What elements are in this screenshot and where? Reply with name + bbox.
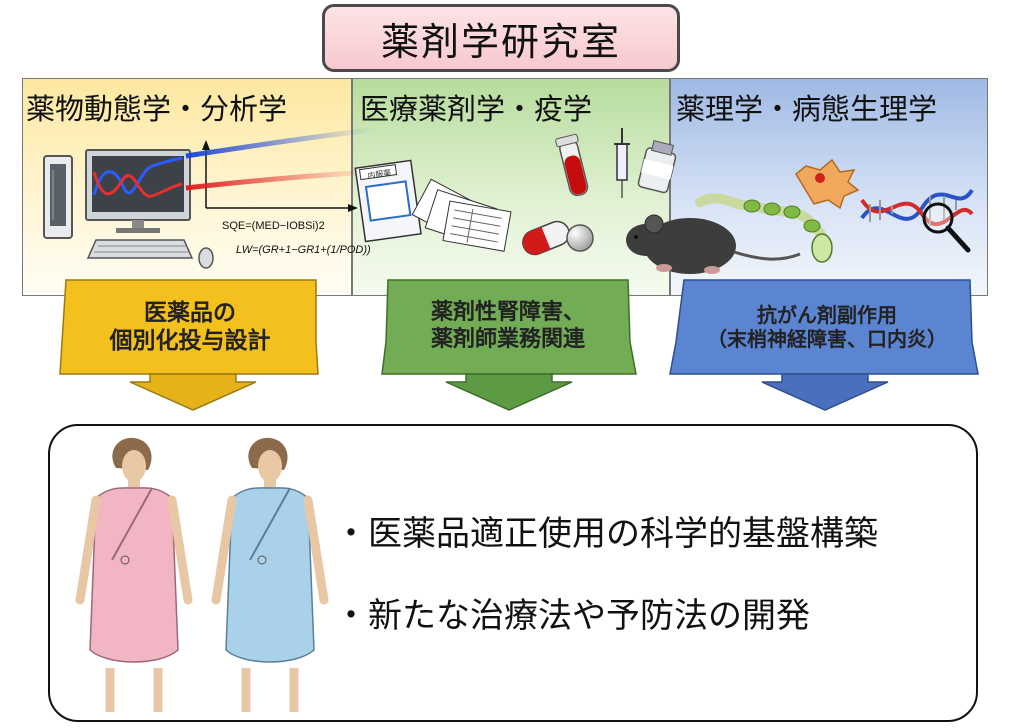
- lab-mouse-icon: [626, 214, 801, 274]
- magnifier-icon: [922, 202, 971, 253]
- formula-sqe: SQE=(MED−IOBSi)2: [222, 220, 325, 232]
- neuron-icon: [695, 158, 860, 263]
- banner-individualized-dosing: 医薬品の 個別化投与設計: [60, 280, 320, 374]
- capsule-icon: [522, 220, 570, 256]
- heading-clinical-pharmacy: 医療薬剤学・疫学: [360, 92, 593, 126]
- banner-arrow-1: [59, 279, 319, 411]
- heading-pharmacology: 薬理学・病態生理学: [676, 92, 938, 126]
- banner-arrow-3: [669, 279, 979, 411]
- medicine-bag-label: 内服薬: [367, 167, 392, 180]
- prescription-papers-icon: [411, 178, 512, 252]
- banner-arrow-2: [381, 279, 637, 411]
- lab-title: 薬剤学研究室: [322, 4, 680, 72]
- dna-icon: [860, 188, 974, 227]
- goal-item-2: ・新たな治療法や予防法の開発: [334, 596, 810, 636]
- medicine-bag-icon: 内服薬: [354, 159, 422, 243]
- vial-icon: [637, 140, 677, 194]
- banner-2-line1: 薬剤性腎障害、: [430, 300, 585, 326]
- tablet-icon: [566, 224, 594, 252]
- banner-3-line2: （末梢神経障害、口内炎）: [707, 327, 947, 351]
- banner-drug-nephropathy: 薬剤性腎障害、 薬剤師業務関連: [384, 280, 632, 374]
- monitor-icon: [85, 149, 191, 233]
- banner-3-line1: 抗がん剤副作用: [757, 302, 897, 327]
- banner-anticancer-side-effects: 抗がん剤副作用 （末梢神経障害、口内炎）: [674, 280, 980, 374]
- banner-1-line2: 個別化投与設計: [109, 328, 271, 354]
- banner-1-line1: 医薬品の: [144, 299, 236, 326]
- blood-tube-icon: [555, 133, 589, 197]
- syringe-icon: [614, 128, 630, 198]
- heading-pharmacokinetics: 薬物動態学・分析学: [26, 92, 288, 126]
- concentration-plot-icon: [185, 127, 373, 212]
- banner-2-line2: 薬剤師業務関連: [430, 327, 585, 352]
- goals-box: [48, 424, 978, 722]
- computer-tower-icon: [43, 155, 73, 239]
- keyboard-icon: [86, 239, 194, 259]
- goal-item-1: ・医薬品適正使用の科学的基盤構築: [334, 514, 878, 554]
- formula-lw: LW=(GR+1−GR1+(1/POD)): [236, 244, 371, 256]
- mouse-icon: [198, 247, 214, 269]
